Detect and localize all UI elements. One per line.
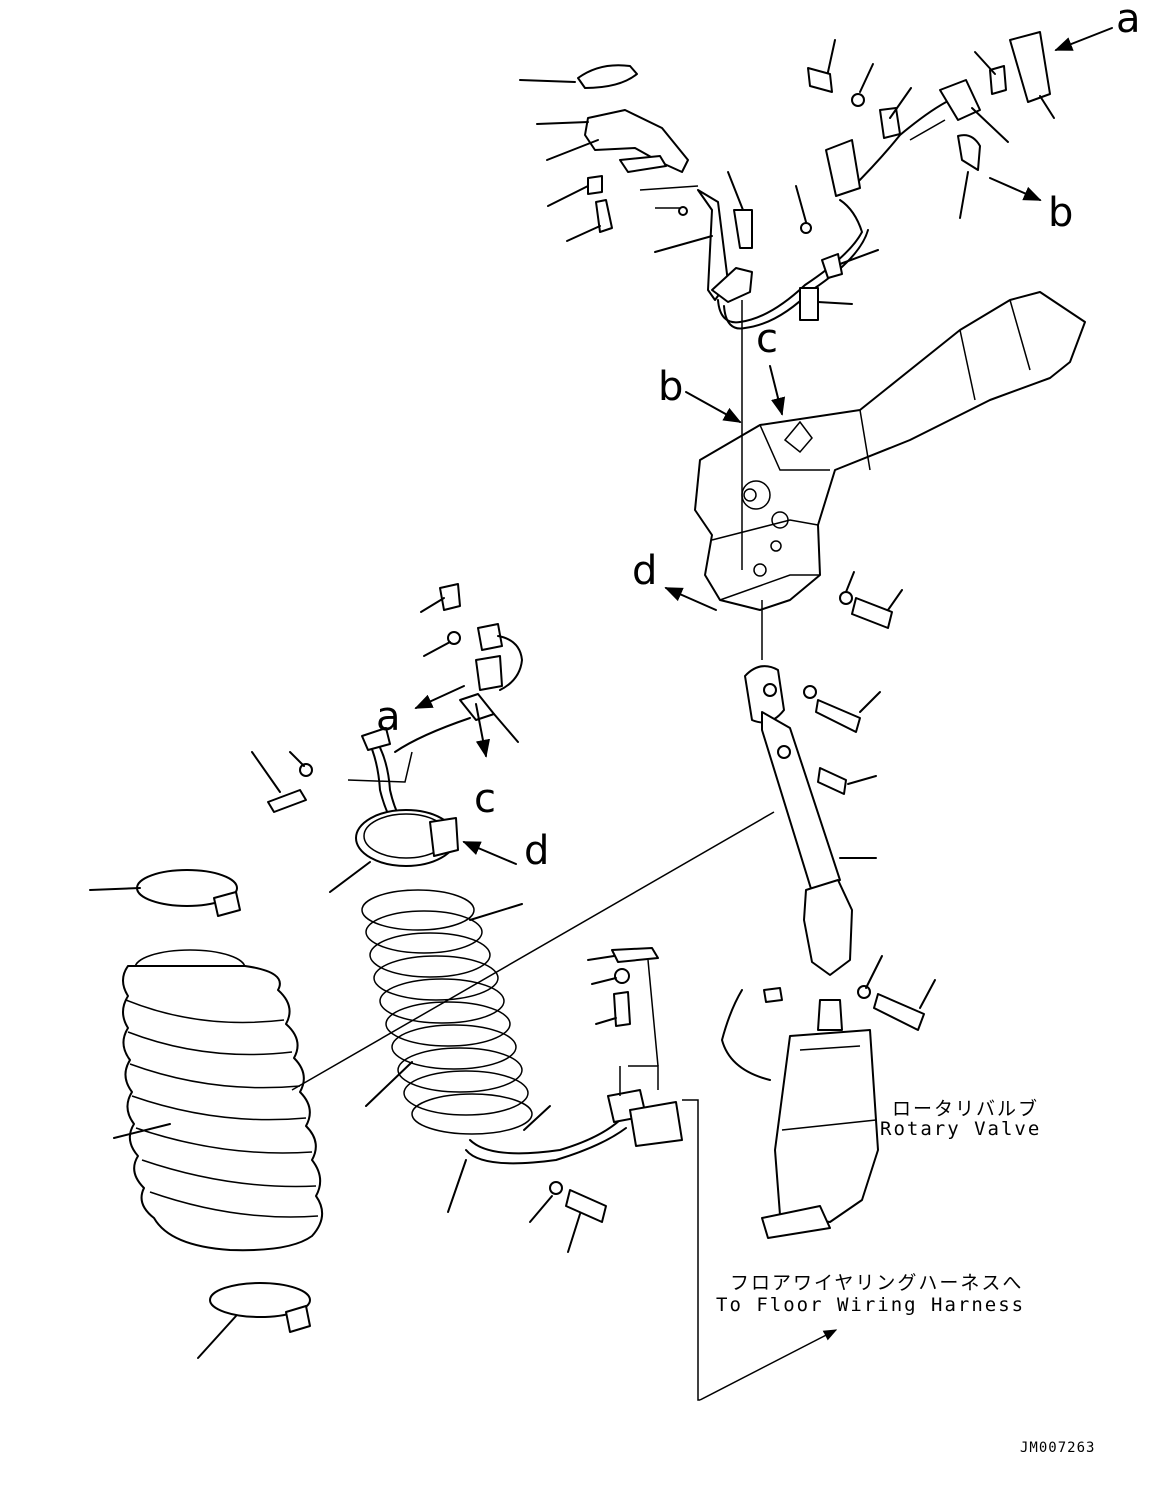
- harness-top-assembly: [717, 31, 1055, 330]
- view-letter-c-left: c: [474, 776, 496, 822]
- steering-shaft: [744, 571, 936, 1031]
- vehicle-frame: [694, 291, 1086, 660]
- harness-label-jp: フロアワイヤリングハーネスへ: [730, 1272, 1024, 1294]
- harness-label-en: To Floor Wiring Harness: [716, 1294, 1026, 1316]
- view-letter-d-mid: d: [632, 548, 658, 594]
- rotary-valve-body: [721, 987, 879, 1239]
- view-letter-c-mid: c: [756, 316, 778, 362]
- drawing-code: JM007263: [1020, 1440, 1096, 1456]
- lever-knob-assembly: [519, 64, 753, 303]
- bellows-boot: [89, 869, 323, 1359]
- view-letter-b-mid: b: [658, 364, 684, 410]
- harness-left-assembly: [251, 583, 523, 841]
- connection-lines: [291, 811, 838, 1401]
- spiral-cord: [361, 889, 627, 1213]
- connector-group: [523, 947, 683, 1253]
- rotary-valve-label-en: Rotary Valve: [880, 1118, 1042, 1140]
- view-letter-b-right: b: [1048, 190, 1074, 236]
- view-letter-a-top: a: [1116, 0, 1141, 42]
- reference-arrows: [414, 27, 1113, 865]
- view-letter-d-left: d: [524, 828, 550, 874]
- clamp-ring: [329, 809, 459, 893]
- rotary-valve-label-jp: ロータリバルブ: [892, 1098, 1040, 1120]
- view-letter-a-left: a: [376, 694, 401, 740]
